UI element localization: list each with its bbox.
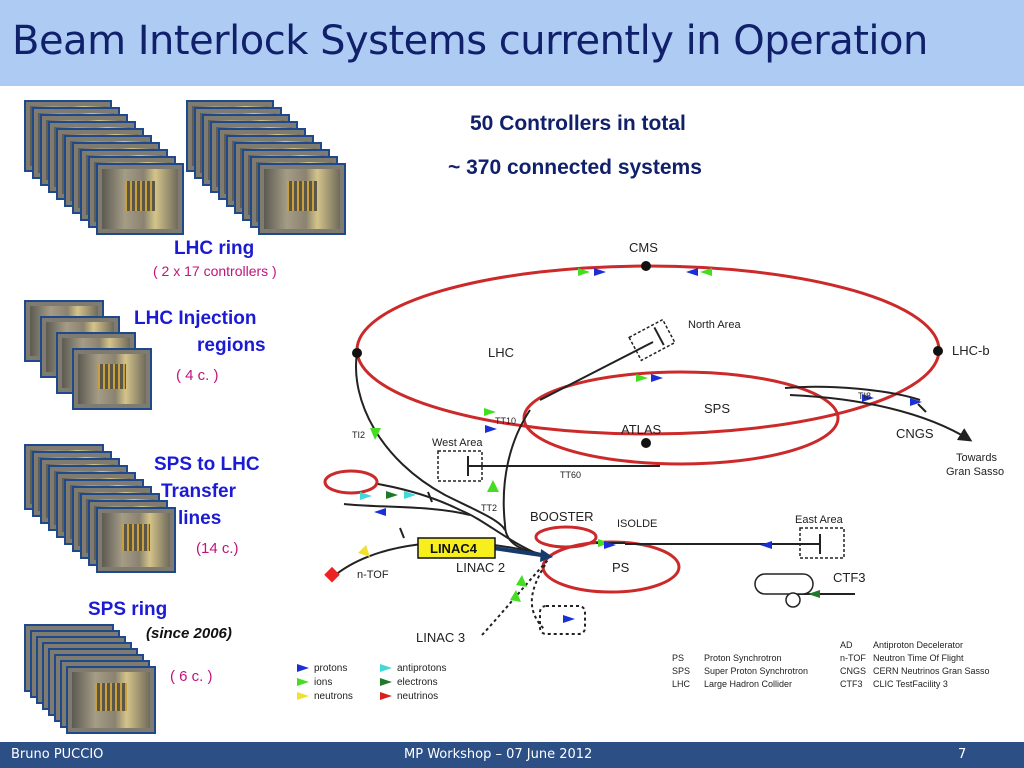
glossary-full: Large Hadron Collider [704,679,792,689]
lhc-ring-label: LHC ring [174,238,255,259]
controller-rack-image [66,666,156,734]
label-sps: SPS [704,401,730,416]
label-north-area: North Area [688,319,741,331]
slide-title: Beam Interlock Systems currently in Oper… [12,18,928,64]
label-isolde: ISOLDE [617,518,657,530]
ad-line-2 [343,503,471,516]
ti2-line [355,352,506,531]
glossary-abbr: SPS [672,666,690,676]
glossary-abbr: AD [840,640,853,650]
legend-neutrinos: neutrinos [397,691,438,702]
cngs-line [789,394,973,442]
glossary-full: CLIC TestFacility 3 [873,679,948,689]
label-lhcb: LHC-b [952,343,990,358]
ad-line [377,483,541,556]
ps-ring [541,540,681,594]
particle-legend: protons ions neutrons antiprotons electr… [297,663,446,702]
label-cngs: CNGS [896,426,934,441]
glossary-full: Super Proton Synchrotron [704,666,808,676]
lhc-injection-label-line1: LHC Injection [134,308,257,329]
north-area-line [539,341,654,401]
label-tt10: TT10 [495,416,516,426]
footer-author: Bruno PUCCIO [11,747,104,762]
label-atlas: ATLAS [621,422,662,437]
ctf3-structure [754,573,814,608]
east-area-box [799,527,845,559]
glossary-abbr: LHC [672,679,691,689]
glossary-full: Antiproton Decelerator [873,640,963,650]
label-west-area: West Area [432,437,483,449]
sps-to-lhc-label-line2: Transfer [161,481,236,502]
glossary-full: Neutron Time Of Flight [873,653,964,663]
abbreviation-glossary: PS Proton Synchrotron SPS Super Proton S… [672,640,990,689]
legend-electrons: electrons [397,677,438,688]
label-ps: PS [612,560,630,575]
glossary-abbr: CTF3 [840,679,863,689]
sps-to-lhc-label-line3: lines [178,508,222,529]
sps-ring-note: ( 6 c. ) [170,668,213,685]
lhc-point-west [352,348,362,358]
sps-ring [522,370,840,466]
north-area-box [628,318,676,362]
footer-page-number: 7 [958,747,967,762]
controller-rack-image [258,163,346,235]
label-ntof: n-TOF [357,569,389,581]
legend-neutrons: neutrons [314,691,353,702]
sps-to-lhc-note: (14 c.) [196,540,239,557]
label-lhc: LHC [488,345,514,360]
ad-ring [323,469,379,495]
leir-line [530,564,546,631]
label-ti8: TI8 [858,391,871,401]
controller-rack-image [96,163,184,235]
legend-antiprotons: antiprotons [397,663,446,674]
linac4-link-arrowhead [540,549,553,562]
ti8-line [784,385,921,401]
legend-ions: ions [314,677,332,688]
controller-rack-image [96,507,176,573]
glossary-full: CERN Neutrinos Gran Sasso [873,666,990,676]
lhc-ring-note: ( 2 x 17 controllers ) [153,263,277,279]
lhcb-point [933,346,943,356]
label-east-area: East Area [795,514,844,526]
label-tt2: TT2 [481,503,497,513]
glossary-abbr: n-TOF [840,653,866,663]
west-area-box [437,450,483,482]
sps-to-lhc-label-line1: SPS to LHC [154,454,260,475]
label-towards: Towards [956,452,997,464]
label-ctf3: CTF3 [833,570,866,585]
label-gran-sasso: Gran Sasso [946,466,1004,478]
linac4-box [417,537,496,559]
cms-point [641,261,651,271]
lhc-ring [355,264,941,436]
tt10-line [502,409,531,526]
label-linac3: LINAC 3 [416,630,465,645]
lhc-injection-label-line2: regions [197,335,266,356]
lhc-injection-note: ( 4 c. ) [176,367,219,384]
label-ti2: TI2 [352,430,365,440]
legend-protons: protons [314,663,347,674]
linac4-link [492,546,549,558]
connected-systems: ~ 370 connected systems [448,156,702,179]
glossary-full: Proton Synchrotron [704,653,782,663]
sps-ring-since-note: (since 2006) [146,625,232,642]
footer-event: MP Workshop – 07 June 2012 [404,747,593,762]
leir-ring [539,605,586,635]
label-booster: BOOSTER [530,509,594,524]
atlas-point [641,438,651,448]
ntof-target [324,566,340,583]
glossary-abbr: PS [672,653,684,663]
label-cms: CMS [629,240,658,255]
controller-rack-image [72,348,152,410]
sps-ring-label: SPS ring [88,599,168,620]
title-bar: Beam Interlock Systems currently in Oper… [0,0,1024,86]
glossary-abbr: CNGS [840,666,866,676]
footer-bar: Bruno PUCCIO MP Workshop – 07 June 2012 … [0,742,1024,768]
label-tt60: TT60 [560,470,581,480]
beam-direction-markers [358,268,922,623]
label-linac2: LINAC 2 [456,560,505,575]
controllers-total: 50 Controllers in total [470,112,686,135]
label-linac4: LINAC4 [430,541,478,556]
